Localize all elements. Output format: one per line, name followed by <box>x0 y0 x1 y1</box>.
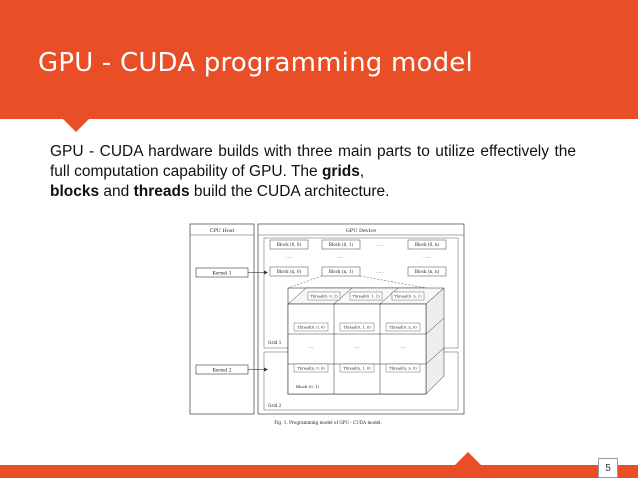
thread-0n0: Thread(0, n, 0) <box>389 326 417 330</box>
page-number: 5 <box>598 458 618 478</box>
figure-caption: Fig. 1. Programming model of GPU - CUDA … <box>274 420 382 425</box>
cpu-host-panel <box>189 223 255 415</box>
block-0n: Block (0, n) <box>415 242 440 247</box>
gpu-device-label: GPU Device <box>346 228 376 234</box>
bold-blocks: blocks <box>50 183 100 200</box>
dots-6: ...... <box>308 345 315 349</box>
body-and: and <box>99 183 134 200</box>
bottom-notch <box>455 452 481 465</box>
dots-3: ...... <box>337 254 345 259</box>
thread-010: Thread(0, 1, 0) <box>343 326 371 330</box>
grid1-label: Grid 1 <box>268 340 282 345</box>
footer-bar <box>0 465 638 478</box>
bold-threads: threads <box>133 183 190 200</box>
grid2-label: Grid 2 <box>268 403 282 408</box>
dots-4: ...... <box>423 254 431 259</box>
thread-001: Thread(0, 0, 1) <box>310 295 338 299</box>
bold-grids: grids <box>321 163 360 180</box>
dots-7: ...... <box>354 345 361 349</box>
dots-8: ...... <box>400 345 407 349</box>
thread-n00: Thread(n, 0, 0) <box>297 367 325 371</box>
thread-nn0: Thread(n, n, 0) <box>389 367 417 371</box>
block-01: Block (0, 1) <box>329 242 354 247</box>
thread-0n1: Thread(0, n, 1) <box>394 295 422 299</box>
body-comma: , <box>359 163 365 180</box>
title-bar: GPU - CUDA programming model <box>0 0 638 119</box>
thread-cube: Thread(0, 0, 1) Thread(0, 1, 1) Thread(0… <box>287 287 445 395</box>
body-text-start: GPU - CUDA hardware builds with three ma… <box>50 143 576 180</box>
cuda-model-figure: CPU Host Kernel 1 Kernel 2 GPU Device Bl… <box>189 223 465 425</box>
block-01-label: Block (0, 1) <box>296 384 320 389</box>
block-nn: Block (n, n) <box>415 269 440 274</box>
kernel1-label: Kernel 1 <box>212 271 231 277</box>
title-notch <box>63 119 89 132</box>
block-n1: Block (n, 1) <box>329 269 354 274</box>
dots-5: ...... <box>376 269 384 274</box>
kernel2-label: Kernel 2 <box>212 368 231 374</box>
dots-1: ...... <box>376 242 384 247</box>
dots-2: ...... <box>285 254 293 259</box>
block-00: Block (0, 0) <box>277 242 302 247</box>
block-n0: Block (n, 0) <box>277 269 302 274</box>
thread-n10: Thread(n, 1, 0) <box>343 367 371 371</box>
slide-title: GPU - CUDA programming model <box>38 48 473 78</box>
cpu-host-label: CPU Host <box>210 228 235 234</box>
thread-000: Thread(0, 0, 0) <box>297 326 325 330</box>
body-paragraph: GPU - CUDA hardware builds with three ma… <box>50 142 576 202</box>
body-text-end: build the CUDA architecture. <box>189 183 390 200</box>
thread-011: Thread(0, 1, 1) <box>352 295 380 299</box>
